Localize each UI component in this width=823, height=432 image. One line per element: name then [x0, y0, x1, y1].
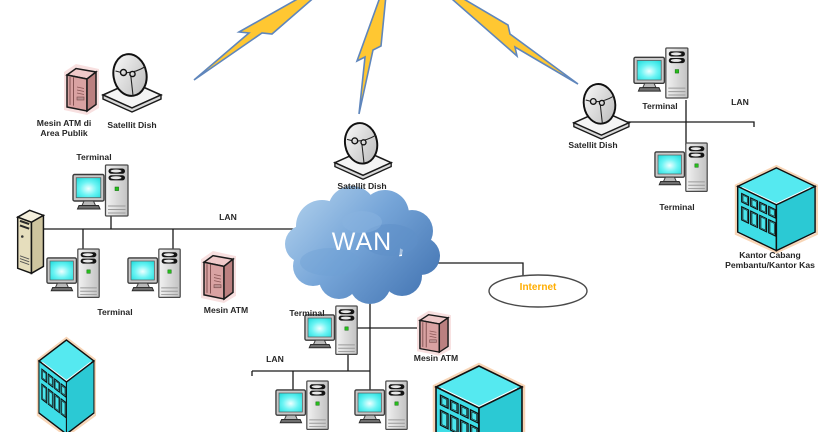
label-terminal-center: Terminal — [289, 308, 325, 318]
terminal-pc-lower-left-2 — [127, 248, 181, 299]
lightning-bolt-left — [193, 0, 313, 81]
label-terminal-right-top: Terminal — [642, 101, 678, 111]
lan-line-bottom — [251, 370, 370, 376]
wan-cloud — [285, 186, 440, 304]
connector-wan-internet — [427, 262, 524, 277]
label-lan-left: LAN — [219, 212, 237, 222]
lightning-bolt-center — [355, 0, 387, 115]
atm-machine-left-icon — [200, 250, 237, 304]
terminal-pc-upper-left — [72, 164, 129, 217]
internet-ellipse — [488, 274, 588, 308]
terminal-pc-bottom-1 — [275, 380, 329, 431]
label-atm-left: Mesin ATM — [203, 305, 249, 315]
label-branch-office: Kantor Cabang Pembantu/Kantor Kas — [725, 250, 815, 270]
terminal-pc-right-top — [633, 47, 689, 99]
branch-office-building-icon — [736, 166, 817, 252]
label-atm-public: Mesin ATM di Area Publik — [36, 118, 92, 138]
label-wan: WAN — [331, 228, 393, 256]
label-lan-right: LAN — [731, 97, 749, 107]
label-internet: Internet — [519, 282, 557, 293]
satellite-dish-center-icon — [333, 119, 393, 181]
label-satellite-right: Satellit Dish — [568, 140, 618, 150]
label-terminal-upper-left: Terminal — [76, 152, 112, 162]
label-terminal-right-bottom: Terminal — [659, 202, 695, 212]
lightning-bolt-right — [451, 0, 579, 85]
label-terminal-lower-left: Terminal — [97, 307, 133, 317]
lan-line-right — [610, 121, 755, 127]
terminal-pc-right-bottom — [654, 142, 708, 193]
atm-machine-public-icon — [63, 63, 100, 116]
label-atm-center: Mesin ATM — [413, 353, 459, 363]
label-satellite-center: Satellit Dish — [337, 181, 387, 191]
atm-machine-center-icon — [416, 310, 452, 357]
terminal-pc-bottom-2 — [354, 380, 408, 431]
label-satellite-left: Satellit Dish — [107, 120, 157, 130]
server-icon-left — [16, 209, 45, 275]
terminal-pc-lower-left-1 — [46, 248, 100, 299]
building-bottom-center-icon — [434, 364, 524, 432]
label-lan-bottom: LAN — [266, 354, 284, 364]
satellite-dish-left-icon — [102, 50, 162, 113]
building-bottom-left-icon — [38, 338, 96, 432]
satellite-dish-right-icon — [572, 80, 630, 140]
